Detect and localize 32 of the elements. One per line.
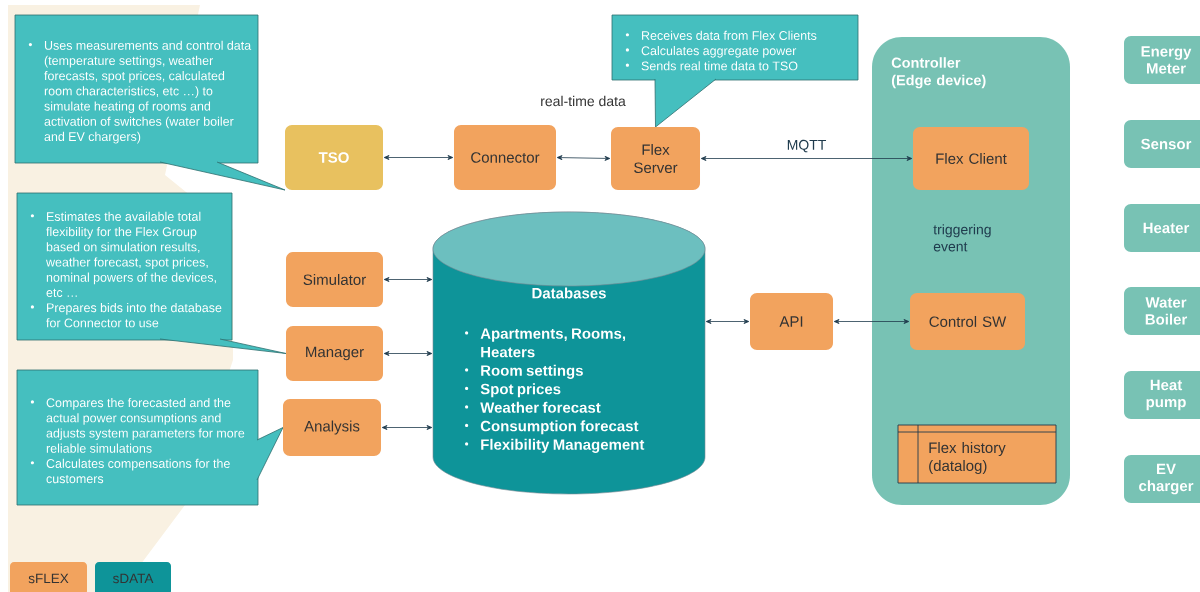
device-box: EV charger <box>1124 455 1200 503</box>
legend-chip: sDATA <box>95 562 171 592</box>
process-box: Control SW <box>910 293 1025 350</box>
process-box: Analysis <box>283 399 381 456</box>
database-cylinder: Databases Apartments, Rooms, Heaters Room settings Spot prices Weather forecast Consumption forecast Flexibility Management <box>432 211 706 495</box>
arrow <box>705 319 750 324</box>
datalog-table: Flex history (datalog) <box>897 424 1057 484</box>
callout-box: Uses measurements and control data (temperature settings, weather forecasts, spot prices, calculated room characteristics, etc …) to simulate heating of rooms and activation of switches (water boiler and EV chargers) <box>14 14 286 191</box>
arrow <box>381 425 433 430</box>
device-box: Water Boiler <box>1124 287 1200 335</box>
annotation-text: triggering event <box>933 224 991 252</box>
callout-box: Estimates the available total flexibility for the Flex Group based on simulation results, weather forecast, spot prices, nominal powers of the devices, etc … Prepares bids into the database for Connector to use <box>16 192 287 354</box>
process-box: TSO <box>285 125 383 190</box>
device-box: Heater <box>1124 204 1200 252</box>
process-box: Flex Client <box>913 127 1029 190</box>
device-box: Sensor <box>1124 120 1200 168</box>
device-box: Heat pump <box>1124 371 1200 419</box>
edge-label: MQTT <box>785 138 828 154</box>
arrow <box>383 155 454 160</box>
process-box: Manager <box>286 326 383 381</box>
process-box: Flex Server <box>611 127 700 190</box>
legend-chip: sFLEX <box>10 562 87 592</box>
process-box: Simulator <box>286 252 383 307</box>
arrow <box>383 351 433 356</box>
arrow <box>700 156 913 161</box>
process-box: Connector <box>454 125 556 190</box>
arrow <box>833 319 910 324</box>
process-box: API <box>750 293 833 350</box>
callout-box: Compares the forecasted and the actual power consumptions and adjusts system parameters for more reliable simulations Calculates compensations for the customers <box>16 369 284 506</box>
device-box: Energy Meter <box>1124 36 1200 84</box>
arrow <box>383 277 433 282</box>
arrow <box>556 155 611 161</box>
